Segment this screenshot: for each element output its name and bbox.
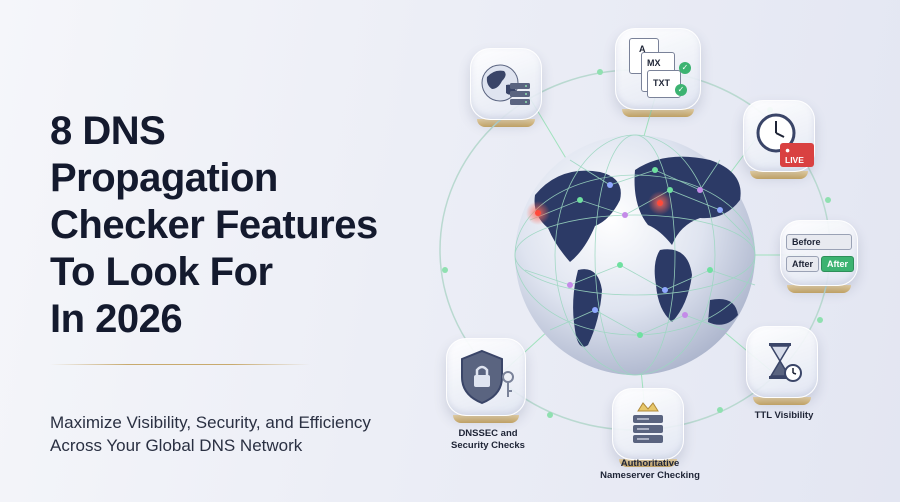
tile-global-server: [470, 48, 542, 127]
live-badge: ● LIVE: [780, 143, 814, 167]
record-mx-label: MX: [647, 58, 661, 68]
continents: [534, 156, 741, 347]
subtitle-line-1: Maximize Visibility, Security, and Effic…: [50, 413, 371, 432]
dnssec-caption: DNSSEC and Security Checks: [438, 428, 538, 452]
record-a-label: A: [639, 44, 646, 54]
crown-server-icon: [633, 402, 663, 443]
dnssec-caption-line-2: Security Checks: [451, 440, 525, 451]
dnssec-caption-line-1: DNSSEC and: [458, 428, 518, 439]
after-label: After: [786, 256, 820, 272]
subtitle-line-2: Across Your Global DNS Network: [50, 436, 303, 455]
record-txt-label: TXT: [653, 78, 670, 88]
live-dot-icon: ●: [785, 145, 791, 155]
nameserver-caption-line-2: Nameserver Checking: [600, 470, 700, 481]
headline-line-2: Propagation: [50, 156, 278, 200]
ttl-caption: TTL Visibility: [754, 410, 814, 421]
live-badge-label: LIVE: [785, 155, 804, 165]
subtitle: Maximize Visibility, Security, and Effic…: [50, 411, 450, 457]
headline-line-5: In 2026: [50, 297, 183, 341]
tile-dnssec: [446, 338, 526, 423]
after-badge: After: [821, 256, 855, 272]
check-icon: ✓: [679, 62, 691, 74]
network-nodes: [567, 167, 723, 338]
headline-line-4: To Look For: [50, 250, 273, 294]
illustration: A MX TXT ✓ ✓ ● LIVE Before After After: [420, 0, 900, 502]
nameserver-caption: Authoritative Nameserver Checking: [590, 458, 710, 482]
tile-ttl: [746, 326, 818, 405]
shield-lock-icon: [461, 349, 514, 405]
document-stack-icon: A MX TXT ✓ ✓: [623, 36, 693, 102]
headline: 8 DNS Propagation Checker Features To Lo…: [50, 108, 430, 343]
globe-server-icon: [481, 64, 530, 105]
headline-line-3: Checker Features: [50, 203, 378, 247]
tile-before-after: Before After After: [780, 220, 858, 293]
globe-network-graphic: [439, 69, 831, 431]
gold-divider: [50, 364, 310, 365]
tile-live-clock: ● LIVE: [743, 100, 815, 179]
mesh-lines: [514, 134, 756, 376]
headline-line-1: 8 DNS: [50, 109, 166, 153]
tile-nameserver: [612, 388, 684, 467]
clock-icon: [756, 113, 796, 153]
nameserver-caption-line-1: Authoritative: [620, 458, 680, 469]
check-icon: ✓: [675, 84, 687, 96]
tile-dns-records: A MX TXT ✓ ✓: [615, 28, 701, 117]
hourglass-icon: [769, 343, 802, 382]
before-label: Before: [786, 234, 852, 250]
